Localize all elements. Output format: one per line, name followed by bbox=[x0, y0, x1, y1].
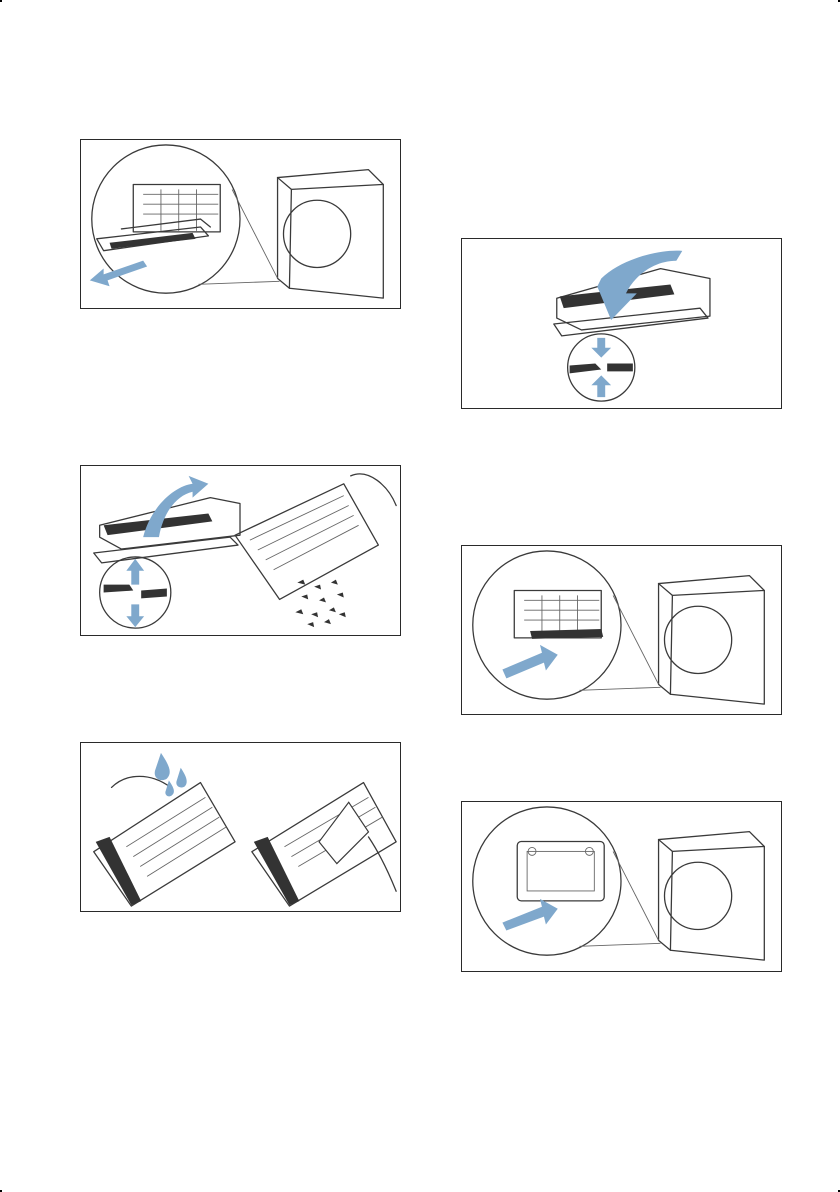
close-filter-illustration bbox=[462, 239, 781, 408]
insert-filter-illustration bbox=[462, 546, 781, 714]
down-arrow-icon bbox=[591, 338, 611, 358]
dryer-door-icon bbox=[664, 606, 731, 673]
dryer-door-icon bbox=[283, 200, 350, 267]
step-insert-holder-figure bbox=[461, 801, 782, 972]
pull-out-filter-illustration bbox=[81, 140, 400, 308]
step-open-filter-figure bbox=[80, 465, 401, 636]
crop-mark bbox=[0, 0, 2, 2]
push-arrow-icon bbox=[502, 645, 557, 679]
step-rinse-filter-figure bbox=[80, 742, 401, 912]
step-insert-filter-figure bbox=[461, 545, 782, 715]
down-arrow-icon bbox=[126, 604, 144, 627]
filter-handle-icon bbox=[96, 837, 141, 905]
rinse-filter-illustration bbox=[81, 743, 400, 911]
step-pull-out-filter-figure bbox=[80, 139, 401, 309]
dryer-door-icon bbox=[664, 862, 731, 929]
up-arrow-icon bbox=[591, 375, 611, 397]
insert-holder-illustration bbox=[462, 802, 781, 971]
open-filter-illustration bbox=[81, 466, 400, 635]
water-drops-icon bbox=[155, 753, 187, 797]
cloth-icon bbox=[319, 802, 368, 863]
up-arrow-icon bbox=[126, 559, 144, 585]
pull-arrow-icon bbox=[90, 261, 147, 287]
step-close-filter-figure bbox=[461, 238, 782, 409]
push-arrow-icon bbox=[502, 899, 557, 931]
